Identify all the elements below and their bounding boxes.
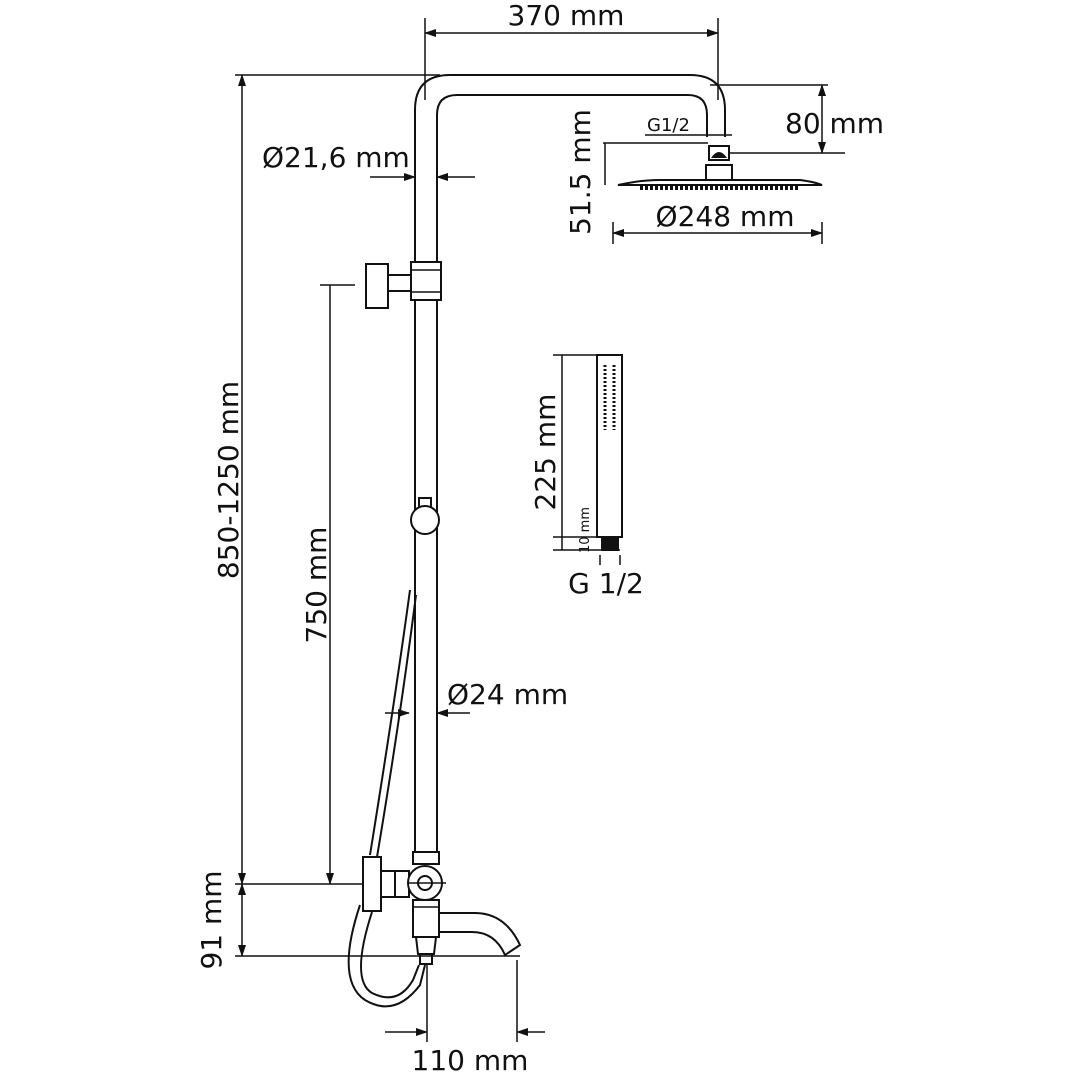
- mixer-spout: [362, 856, 522, 965]
- dim-hand-shower-connector: 10 mm: [578, 507, 593, 553]
- dim-slide-rail-height: 750 mm: [300, 527, 333, 644]
- dim-head-diameter: Ø248 mm: [656, 200, 795, 233]
- dim-head-connection: G1/2: [647, 115, 690, 136]
- hand-shower: [596, 354, 623, 551]
- shower-hose: [347, 589, 426, 1008]
- dim-spout-height: 91 mm: [195, 870, 228, 969]
- dimension-lines: [235, 18, 845, 1042]
- dim-spout-projection: 110 mm: [412, 1044, 529, 1077]
- dim-arm-drop: 80 mm: [785, 107, 884, 140]
- rain-shower-head: [617, 145, 823, 190]
- shower-column: [365, 74, 726, 865]
- dim-arm-length: 370 mm: [508, 0, 625, 32]
- dim-hand-shower-length: 225 mm: [529, 394, 562, 511]
- dim-total-height: 850-1250 mm: [212, 381, 245, 579]
- dim-hand-shower-thread: G 1/2: [568, 567, 644, 600]
- dim-upper-pipe-diameter: Ø21,6 mm: [262, 141, 410, 174]
- dim-head-height: 51.5 mm: [564, 109, 597, 235]
- dim-lower-pipe-diameter: Ø24 mm: [447, 678, 568, 711]
